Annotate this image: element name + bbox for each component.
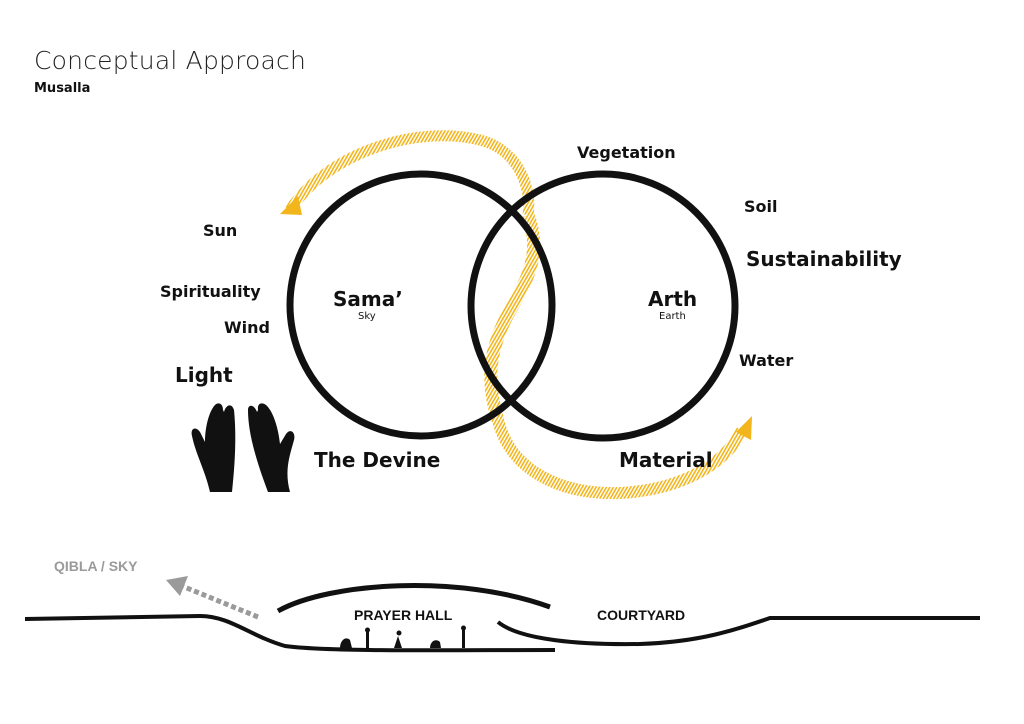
sky-flow-arrow [285,130,535,216]
sustainability-label: Sustainability [746,247,902,271]
sky-flow-arrowhead [280,196,302,215]
vegetation-label: Vegetation [577,143,676,162]
material-label: Material [619,448,713,472]
prayer-hall-label: PRAYER HALL [354,607,453,623]
qibla-label: QIBLA / SKY [54,558,138,574]
prayer-hall-roof [276,583,551,614]
sama-label: Sama’ [333,287,403,311]
spirituality-label: Spirituality [160,282,261,301]
courtyard-ground [496,616,980,647]
ground-line-left [24,613,556,653]
sun-label: Sun [203,221,238,240]
qibla-arrowhead [166,576,188,596]
page-title: Conceptual Approach [34,46,307,75]
sama-circle [286,170,556,440]
earth-flow-arrow [492,418,748,500]
worshipper-figures [340,625,466,648]
divine-label: The Devine [314,448,441,472]
intersection-flow-band [484,212,541,422]
soil-label: Soil [744,197,778,216]
praying-hands-icon [191,403,295,492]
arth-circle [467,170,739,442]
arth-label: Arth [648,287,698,311]
qibla-arrow [181,583,259,620]
sama-sublabel: Sky [358,311,376,322]
arth-sublabel: Earth [659,311,686,322]
courtyard-label: COURTYARD [597,607,686,623]
earth-flow-arrowhead [736,416,752,440]
water-label: Water [739,351,794,370]
light-label: Light [175,363,233,387]
page-subtitle: Musalla [34,81,91,96]
wind-label: Wind [224,318,270,337]
